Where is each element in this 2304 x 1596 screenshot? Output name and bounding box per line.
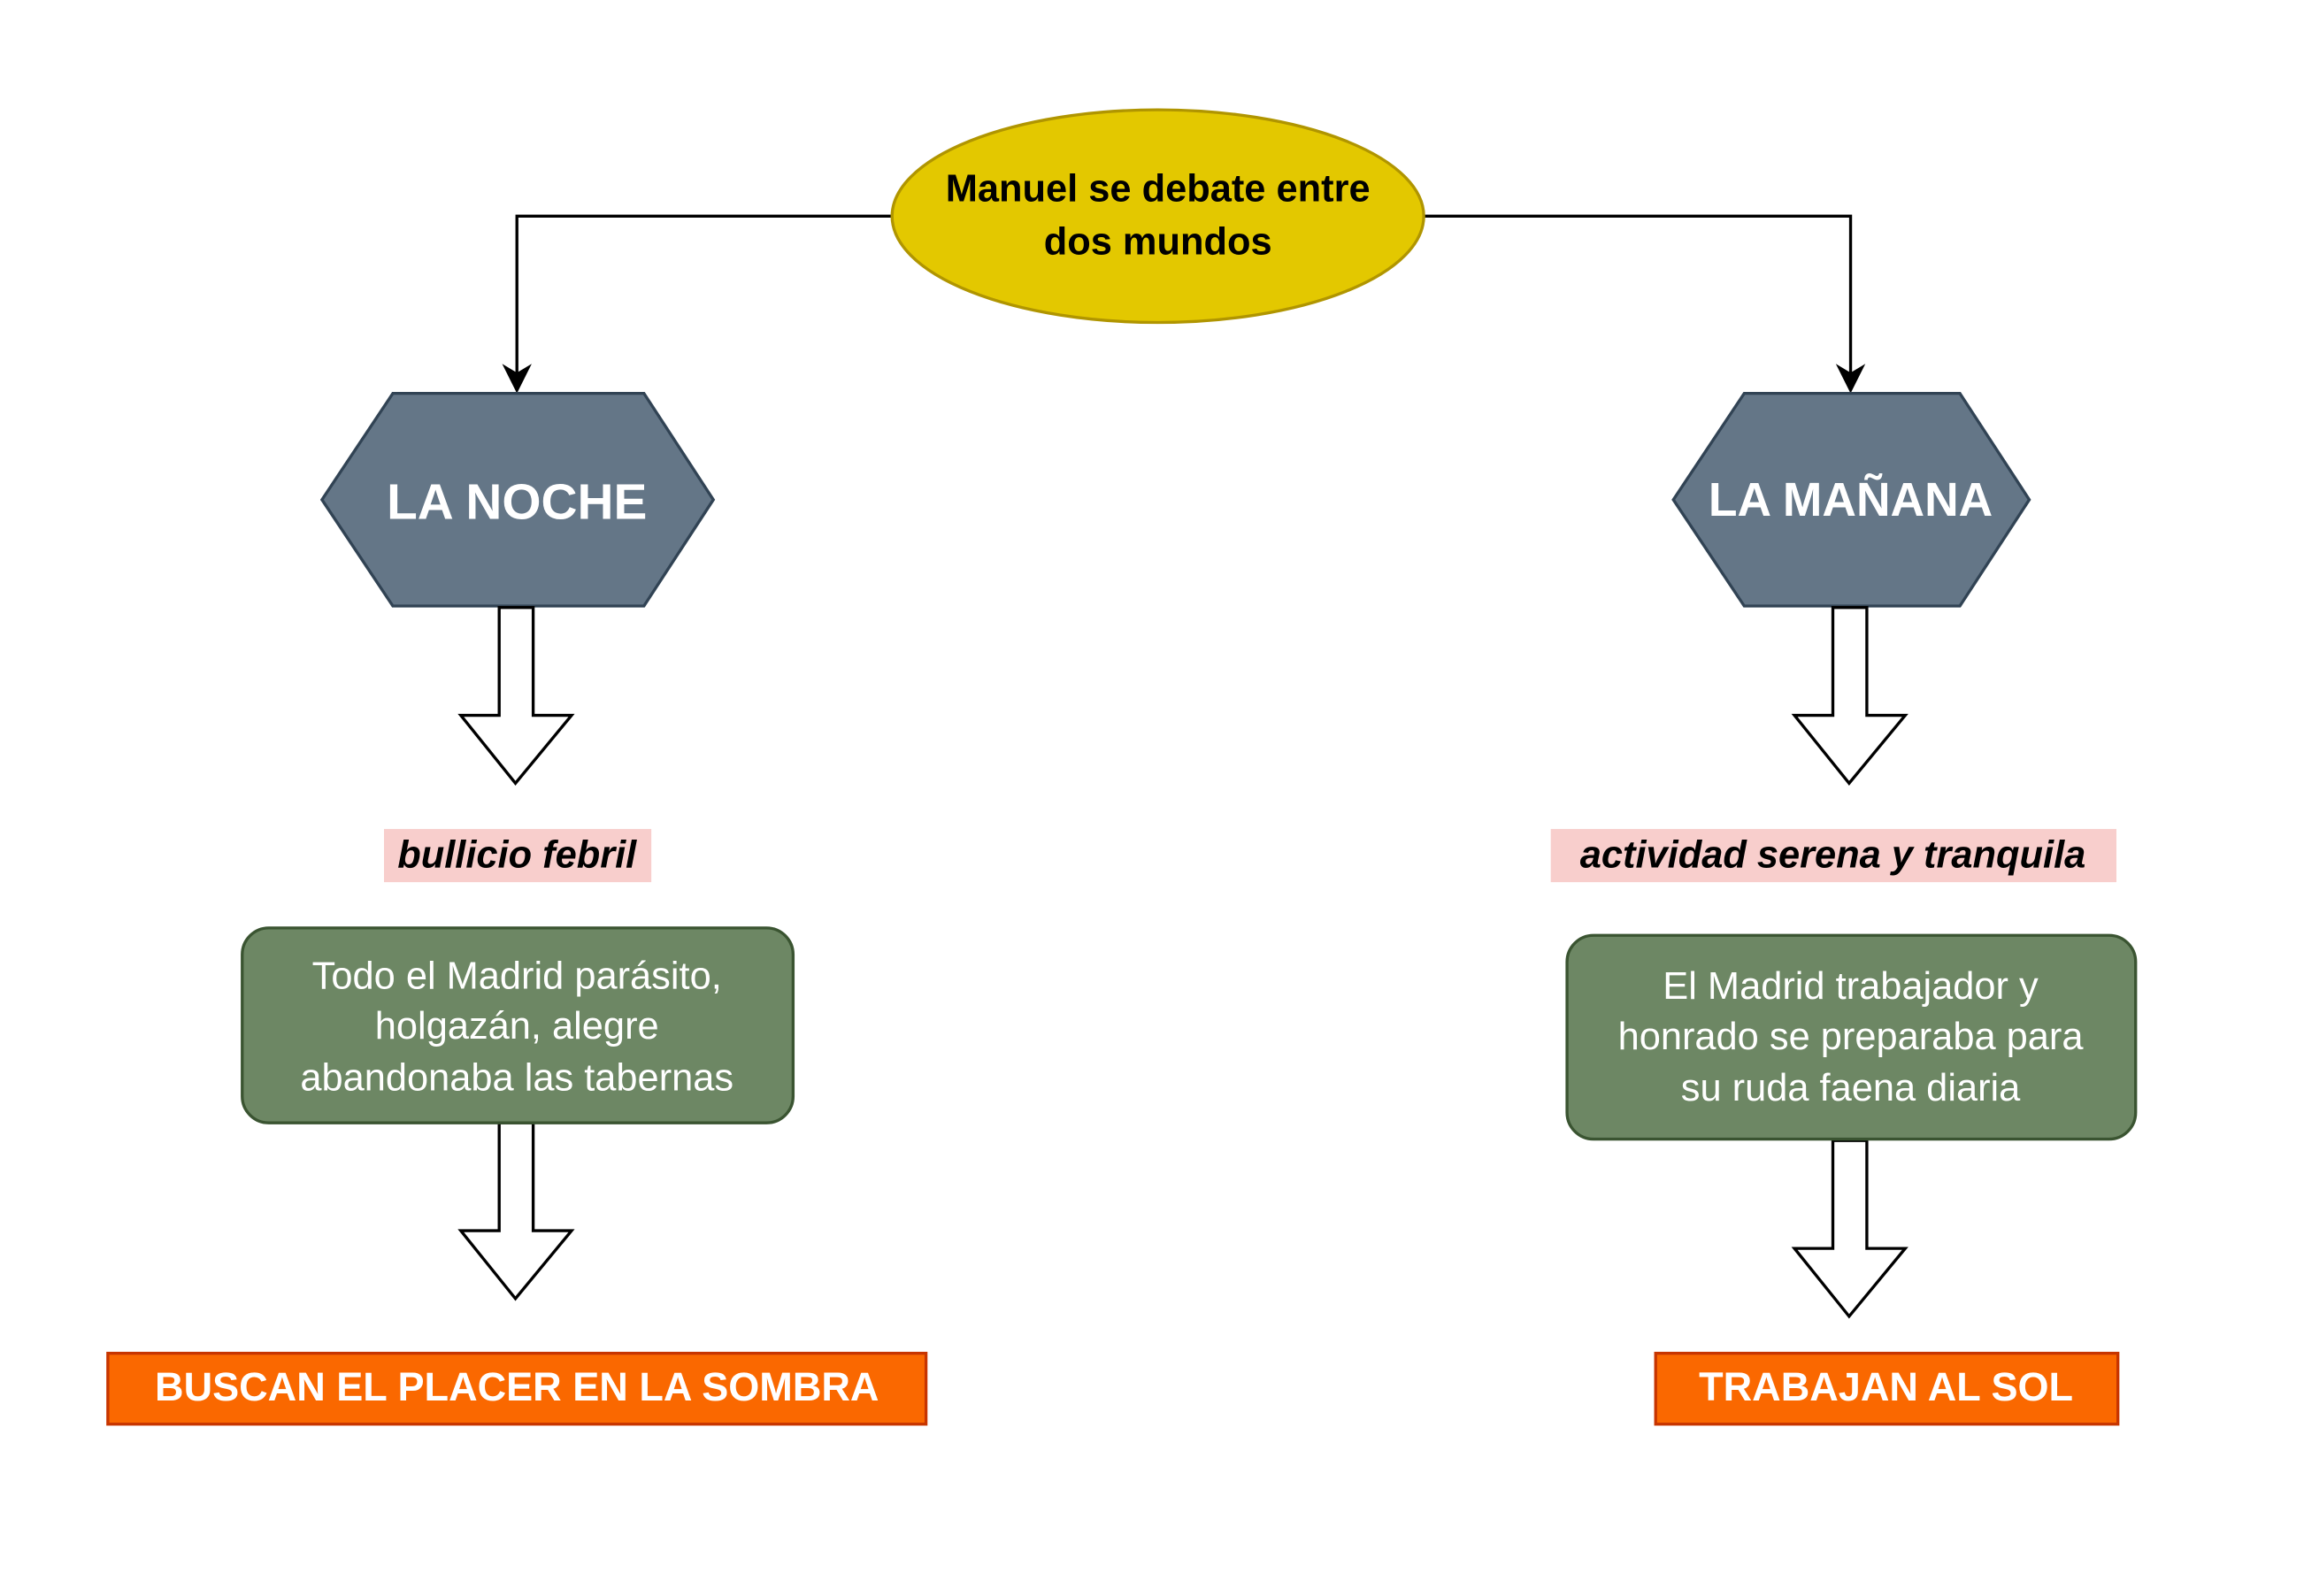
hexagon-title: LA MAÑANA: [1709, 473, 1993, 526]
block-arrow-icon: [1791, 1139, 1908, 1319]
root-text-line1: Manuel se debate entre: [946, 168, 1371, 211]
root-text-line2: dos mundos: [1044, 221, 1272, 264]
connector-right: [1424, 214, 1853, 387]
arrowhead-left: [502, 364, 532, 394]
tag-right: actividad serena y tranquila: [1550, 829, 2117, 883]
result-left: BUSCAN EL PLACER EN LA SOMBRA: [106, 1351, 928, 1426]
desc-line: holgazán, alegre: [375, 1005, 659, 1047]
description-box-left: Todo el Madrid parásito, holgazán, alegr…: [241, 926, 795, 1124]
tag-text: bullicio febril: [397, 833, 637, 876]
desc-line: Todo el Madrid parásito,: [312, 955, 722, 997]
tag-left: bullicio febril: [384, 829, 652, 883]
hexagon-title: LA NOCHE: [387, 475, 647, 531]
connector-left: [515, 214, 893, 387]
block-arrow-icon: [457, 1121, 575, 1301]
desc-line: El Madrid trabajador y: [1663, 965, 2039, 1008]
desc-line: su ruda faena diaria: [1681, 1067, 2021, 1109]
block-arrow-icon: [457, 606, 575, 786]
hexagon-la-manana: LA MAÑANA: [1671, 391, 2031, 608]
block-arrow-icon: [1791, 606, 1908, 786]
result-right: TRABAJAN AL SOL: [1654, 1351, 2120, 1426]
tag-text: actividad serena y tranquila: [1580, 833, 2086, 876]
root-node: Manuel se debate entre dos mundos: [890, 108, 1425, 325]
description-box-right: El Madrid trabajador y honrado se prepar…: [1565, 933, 2138, 1141]
desc-line: honrado se preparaba para: [1618, 1016, 2085, 1058]
desc-line: abandonaba las tabernas: [300, 1057, 733, 1100]
result-text: TRABAJAN AL SOL: [1699, 1364, 2073, 1409]
hexagon-la-noche: LA NOCHE: [319, 391, 716, 608]
arrowhead-right: [1835, 364, 1866, 394]
result-text: BUSCAN EL PLACER EN LA SOMBRA: [155, 1364, 879, 1409]
